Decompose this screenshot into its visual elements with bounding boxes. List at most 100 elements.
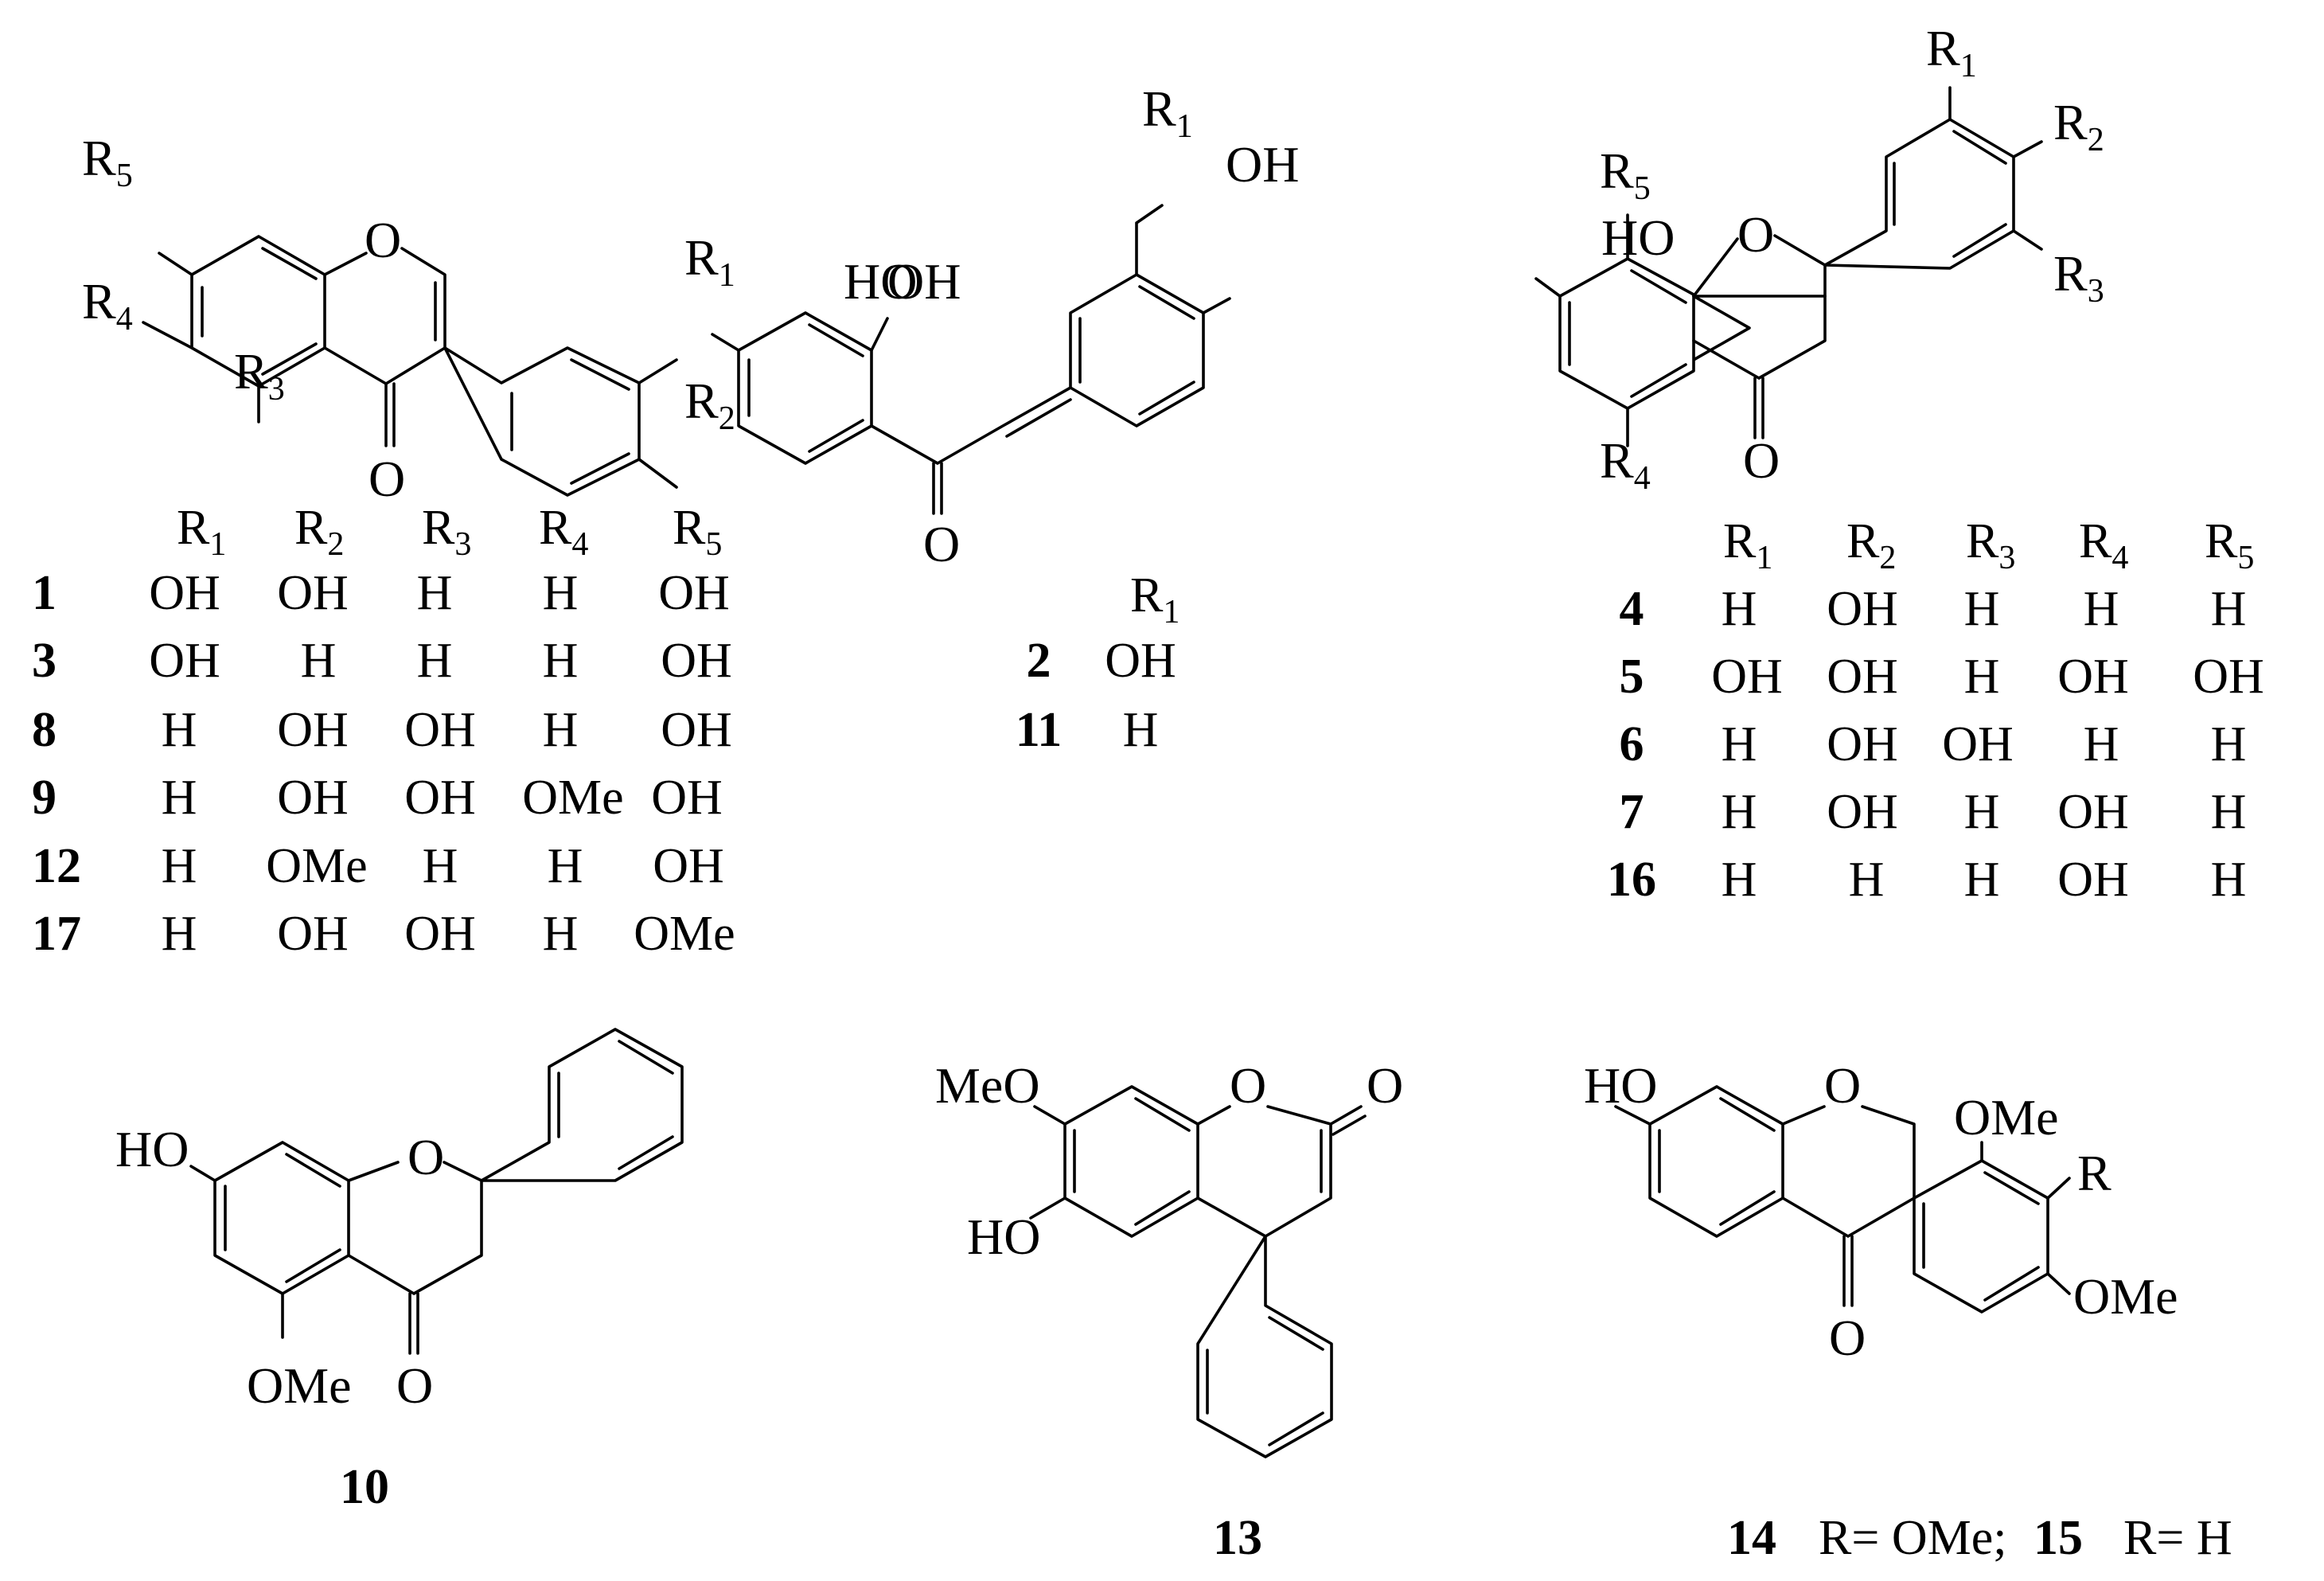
struct3-ring-oxygen: O bbox=[1737, 206, 1774, 263]
struct1-r1-label: R1 bbox=[684, 229, 735, 294]
table3-row: 16 H H H OH H bbox=[1607, 853, 2246, 907]
struct13-carbonyl-oxygen: O bbox=[1367, 1057, 1403, 1114]
struct13-ho-label: HO bbox=[967, 1208, 1040, 1265]
struct13-ring-oxygen: O bbox=[1230, 1057, 1266, 1114]
table3-cell: OH bbox=[2057, 853, 2129, 907]
table1-row: 1 OH OH H H OH bbox=[32, 566, 730, 620]
table1-cell: H bbox=[543, 566, 579, 620]
structure-14-15: HO O O OMe OMe R 14 R= OMe; 15 R= H bbox=[1584, 1057, 2232, 1565]
compound-number: 1 bbox=[32, 566, 57, 620]
table3-cell: OH bbox=[1827, 785, 1898, 839]
table3-cell: H bbox=[1964, 853, 2000, 907]
compound-number: 8 bbox=[32, 703, 57, 757]
compound-number: 10 bbox=[340, 1460, 389, 1514]
table3-header-r4: R4 bbox=[2079, 514, 2128, 576]
table-flavanone: R1 R2 R3 R4 R5 4 H OH H H H 5 OH OH H OH… bbox=[1607, 514, 2264, 907]
table3-cell: OH bbox=[1711, 650, 1783, 704]
struct14-r-label: R bbox=[2077, 1145, 2111, 1201]
struct1-carbonyl-oxygen: O bbox=[368, 451, 405, 507]
table3-cell: OH bbox=[1827, 717, 1898, 771]
table2-cell: OH bbox=[1105, 634, 1176, 688]
table1-cell: OH bbox=[651, 771, 723, 825]
table1-cell: OMe bbox=[266, 839, 367, 893]
table3-header-r3: R3 bbox=[1966, 514, 2015, 576]
struct3-carbonyl-oxygen: O bbox=[1743, 432, 1780, 489]
table3-cell: H bbox=[1964, 582, 2000, 636]
table3-header-r2: R2 bbox=[1846, 514, 1896, 576]
table1-row: 3 OH H H H OH bbox=[32, 634, 732, 688]
table1-cell: H bbox=[162, 703, 197, 757]
table1-cell: OMe bbox=[634, 907, 735, 961]
table1-cell: H bbox=[417, 634, 453, 688]
table1-cell: H bbox=[301, 634, 337, 688]
table3-cell: H bbox=[2211, 582, 2247, 636]
table3-cell: H bbox=[1964, 650, 2000, 704]
compound-number: 9 bbox=[32, 771, 57, 825]
compound-number: 12 bbox=[32, 839, 81, 893]
compound-number: 2 bbox=[1027, 634, 1051, 688]
table3-cell: OH bbox=[2057, 785, 2129, 839]
structure-isoflavone: O O R5 R4 R3 R1 R2 bbox=[82, 130, 735, 507]
table-isoflavone: R1 R2 R3 R4 R5 1 OH OH H H OH 3 OH H H H… bbox=[32, 501, 735, 961]
table1-cell: H bbox=[543, 907, 579, 961]
table3-cell: H bbox=[2084, 717, 2119, 771]
table3-row: 7 H OH H OH H bbox=[1620, 785, 2247, 839]
table3-row: 4 H OH H H H bbox=[1620, 582, 2247, 636]
table1-cell: OH bbox=[404, 771, 476, 825]
table1-cell: OH bbox=[277, 703, 349, 757]
struct14-ome-label-a: OMe bbox=[1954, 1089, 2059, 1146]
table-chalcone: R1 2 OH 11 H bbox=[1016, 568, 1180, 757]
compound-number: 14 bbox=[1727, 1511, 1776, 1565]
struct15-caption-text: R= H bbox=[2123, 1511, 2232, 1565]
table3-row: 6 H OH OH H H bbox=[1620, 717, 2247, 771]
table1-cell: H bbox=[543, 703, 579, 757]
table3-cell: OH bbox=[1942, 717, 2014, 771]
table3-cell: H bbox=[2084, 582, 2119, 636]
table1-cell: OMe bbox=[522, 771, 623, 825]
table3-cell: OH bbox=[1827, 650, 1898, 704]
table1-cell: H bbox=[543, 634, 579, 688]
struct2-carbonyl-oxygen: O bbox=[923, 516, 960, 572]
structure-10: HO O O OMe 10 bbox=[115, 1028, 684, 1514]
table1-cell: OH bbox=[149, 566, 220, 620]
compound-number: 6 bbox=[1620, 717, 1644, 771]
table1-cell: OH bbox=[404, 907, 476, 961]
table1-cell: OH bbox=[404, 703, 476, 757]
struct3-r3-label: R3 bbox=[2053, 245, 2104, 310]
table1-cell: OH bbox=[149, 634, 220, 688]
struct2-oh-label-b: OH bbox=[1226, 136, 1299, 193]
struct3-r5-label: R5 bbox=[1600, 142, 1651, 207]
struct14-caption-text: R= OMe; bbox=[1819, 1511, 2006, 1565]
table3-header-r1: R1 bbox=[1723, 514, 1772, 576]
structure-flavanone: HO O O R5 R4 R1 R2 R3 bbox=[1534, 20, 2104, 497]
struct13-meo-label: MeO bbox=[935, 1057, 1040, 1114]
table1-cell: OH bbox=[658, 566, 730, 620]
table3-cell: H bbox=[1849, 853, 1885, 907]
struct3-r2-label: R2 bbox=[2053, 94, 2104, 158]
table3-cell: H bbox=[2211, 785, 2247, 839]
table1-cell: OH bbox=[653, 839, 724, 893]
struct10-ho-label: HO bbox=[115, 1121, 189, 1177]
compound-number: 13 bbox=[1213, 1511, 1262, 1565]
structure-chalcone: HO OH OH O R1 bbox=[711, 80, 1299, 572]
struct14-carbonyl-oxygen: O bbox=[1829, 1310, 1866, 1366]
struct14-ho-label: HO bbox=[1584, 1057, 1657, 1114]
table2-row: 11 H bbox=[1016, 703, 1159, 757]
table1-cell: H bbox=[548, 839, 583, 893]
struct1-r2-label: R2 bbox=[684, 373, 735, 437]
compound-number: 15 bbox=[2034, 1511, 2083, 1565]
compound-number: 16 bbox=[1607, 853, 1656, 907]
table1-row: 8 H OH OH H OH bbox=[32, 703, 732, 757]
table1-row: 17 H OH OH H OMe bbox=[32, 907, 735, 961]
struct1-r3-label: R3 bbox=[234, 343, 285, 408]
table3-cell: OH bbox=[1827, 582, 1898, 636]
table1-cell: H bbox=[162, 839, 197, 893]
table3-cell: H bbox=[1722, 853, 1757, 907]
struct10-ring-oxygen: O bbox=[407, 1129, 444, 1185]
table1-cell: H bbox=[162, 771, 197, 825]
table3-cell: H bbox=[1964, 785, 2000, 839]
table2-cell: H bbox=[1123, 703, 1159, 757]
table3-cell: OH bbox=[2193, 650, 2264, 704]
table3-row: 5 OH OH H OH OH bbox=[1620, 650, 2264, 704]
struct10-ome-label: OMe bbox=[247, 1357, 352, 1414]
